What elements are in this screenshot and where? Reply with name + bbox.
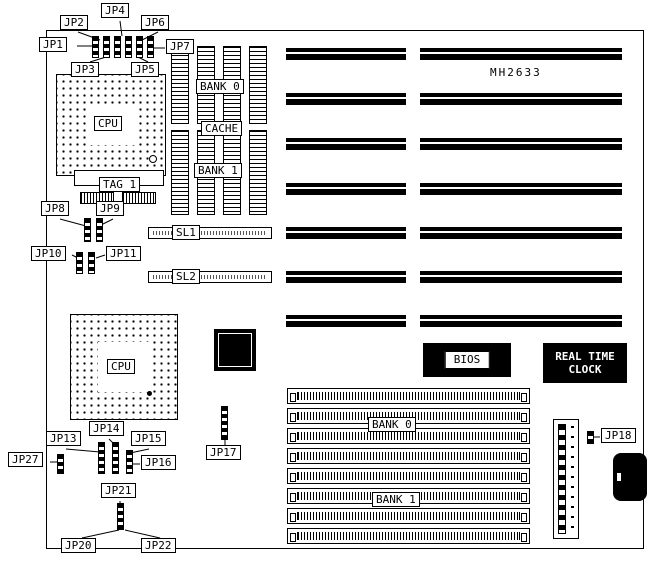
- jumper-pins: [126, 450, 133, 474]
- label-jp16: JP16: [141, 455, 176, 470]
- label-jp11: JP11: [106, 246, 141, 261]
- jumper-pins: [88, 252, 95, 274]
- chipset-chip: [214, 329, 256, 371]
- label-jp22: JP22: [141, 538, 176, 553]
- label-jp2: JP2: [60, 15, 88, 30]
- cache-bank0-label: BANK 0: [196, 79, 244, 94]
- jumper-pins: [84, 218, 91, 242]
- label-jp17: JP17: [206, 445, 241, 460]
- sl1-label: SL1: [172, 225, 200, 240]
- cpu-top-chip: CPU: [56, 74, 166, 176]
- board-model-text: MH2633: [490, 66, 542, 79]
- simm-socket: [287, 428, 530, 444]
- isa-slot-bar: [286, 315, 406, 327]
- jumper-pins: [587, 431, 594, 444]
- simm-socket: [287, 508, 530, 524]
- jumper-pins: [147, 36, 154, 58]
- simm-bank1-label: BANK 1: [372, 492, 420, 507]
- tag-label: TAG 1: [99, 177, 141, 192]
- sl2-label: SL2: [172, 269, 200, 284]
- isa-slot-bar: [420, 138, 622, 150]
- bios-label: BIOS: [444, 351, 490, 369]
- connector-pins: [558, 424, 566, 534]
- label-jp15: JP15: [131, 431, 166, 446]
- keyboard-din-connector: [613, 453, 647, 501]
- isa-slot-bar: [286, 183, 406, 195]
- cache-chip-strip: [249, 130, 267, 215]
- pin1-indicator-icon: [149, 155, 157, 163]
- sl1-slot: [148, 227, 272, 239]
- label-jp13: JP13: [46, 431, 81, 446]
- jumper-pins: [103, 36, 110, 58]
- label-jp20: JP20: [61, 538, 96, 553]
- simm-socket: [287, 388, 530, 404]
- power-connector: [553, 419, 579, 539]
- jumper-pins: [92, 36, 99, 58]
- cpu-bottom-label: CPU: [107, 359, 135, 374]
- simm-bank0-label: BANK 0: [368, 417, 416, 432]
- label-jp7: JP7: [166, 39, 194, 54]
- jumper-pins: [114, 36, 121, 58]
- jumper-pins: [112, 442, 119, 474]
- sl2-slot: [148, 271, 272, 283]
- rtc-label-line1: REAL TIME: [555, 350, 615, 363]
- jumper-pins: [125, 36, 132, 58]
- jumper-pins: [76, 252, 83, 274]
- isa-slot-bar: [286, 227, 406, 239]
- isa-slot-bar: [420, 183, 622, 195]
- label-jp18: JP18: [601, 428, 636, 443]
- label-jp6: JP6: [141, 15, 169, 30]
- cpu-bottom-socket: CPU: [70, 314, 178, 420]
- label-jp1: JP1: [39, 37, 67, 52]
- cache-chip-strip: [249, 46, 267, 124]
- jumper-pins: [98, 442, 105, 474]
- isa-slot-bar: [420, 271, 622, 283]
- isa-slot-bar: [420, 48, 622, 60]
- rtc-chip: REAL TIME CLOCK: [543, 343, 627, 383]
- isa-slot-bar: [420, 315, 622, 327]
- tag-sram-chip: [122, 192, 156, 204]
- pin1-indicator-icon: [147, 391, 152, 396]
- label-jp3: JP3: [71, 62, 99, 77]
- din-notch: [617, 473, 621, 481]
- jumper-pins: [221, 406, 228, 440]
- cache-chip-strip: [171, 46, 189, 124]
- label-jp4: JP4: [101, 3, 129, 18]
- isa-slot-bar: [420, 227, 622, 239]
- label-jp14: JP14: [89, 421, 124, 436]
- isa-slot-bar: [286, 48, 406, 60]
- rtc-label-line2: CLOCK: [568, 363, 602, 376]
- label-jp21: JP21: [101, 483, 136, 498]
- cache-label: CACHE: [201, 121, 243, 136]
- label-jp8: JP8: [41, 201, 69, 216]
- simm-socket: [287, 448, 530, 464]
- bios-chip: BIOS: [423, 343, 511, 377]
- label-jp27: JP27: [8, 452, 43, 467]
- jumper-pins: [136, 36, 143, 58]
- connector-dots: [571, 426, 574, 532]
- cpu-top-label: CPU: [94, 116, 122, 131]
- jumper-pins: [57, 454, 64, 474]
- label-jp10: JP10: [31, 246, 66, 261]
- simm-socket: [287, 528, 530, 544]
- isa-slot-bar: [286, 93, 406, 105]
- cache-chip-strip: [171, 130, 189, 215]
- isa-slot-bar: [286, 271, 406, 283]
- label-jp5: JP5: [131, 62, 159, 77]
- simm-socket: [287, 468, 530, 484]
- cache-bank1-label: BANK 1: [194, 163, 242, 178]
- label-jp9: JP9: [96, 201, 124, 216]
- isa-slot-bar: [286, 138, 406, 150]
- isa-slot-bar: [420, 93, 622, 105]
- jumper-pins: [117, 503, 124, 530]
- jumper-pins: [96, 218, 103, 242]
